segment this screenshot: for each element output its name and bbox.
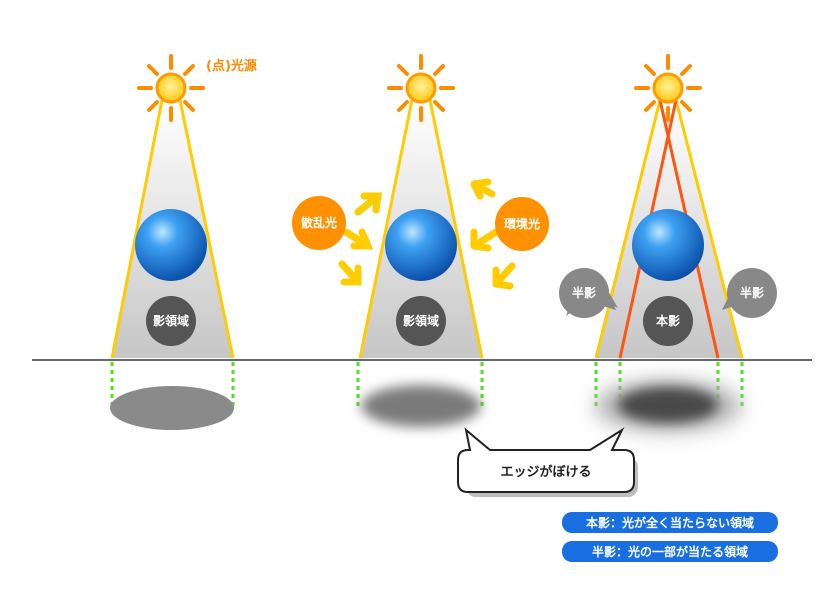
penumbra-left-label: 半影 — [572, 285, 596, 300]
arrow-icon — [492, 262, 516, 290]
arrow-icon — [342, 228, 374, 250]
sun-icon — [387, 54, 455, 122]
legend-penumbra-text: 半影：光の一部が当たる領域 — [592, 544, 748, 559]
ambient-light-label: 環境光 — [504, 216, 540, 231]
sun-icon — [634, 54, 702, 122]
arrow-icon — [470, 178, 496, 200]
light-ray-left — [110, 99, 164, 359]
light-source-label: (点)光源 — [206, 58, 257, 74]
shadow-region-badge — [396, 296, 446, 346]
umbra-shadow — [618, 387, 718, 423]
scattered-light-badge — [292, 196, 346, 250]
shadow-region-label: 影領域 — [403, 313, 439, 328]
legend-umbra-text: 本影：光が全く当たらない領域 — [586, 515, 754, 530]
penumbra-right-pointer — [722, 282, 740, 310]
light-ray-right — [178, 99, 235, 359]
light-ray-right — [674, 99, 744, 359]
arrow-icon — [470, 228, 500, 252]
arrow-icon — [354, 192, 383, 216]
panel-1: (点)光源 影領域 — [110, 54, 257, 430]
panel-2: 散乱光 環境光 影領域 — [292, 54, 549, 427]
legend: 本影：光が全く当たらない領域 半影：光の一部が当たる領域 — [562, 512, 778, 562]
light-ray-left — [358, 99, 414, 359]
penumbra-right-badge — [727, 268, 777, 318]
callout-bubble — [457, 427, 635, 493]
light-ray-right — [428, 99, 484, 359]
penumbra-right-label: 半影 — [740, 285, 764, 300]
shadow-sharp — [110, 386, 234, 430]
scattered-light-label: 散乱光 — [301, 215, 337, 230]
ambient-light-badge — [495, 197, 549, 251]
light-ray-left — [594, 99, 662, 359]
edge-blur-callout: エッジがぼける — [457, 427, 638, 497]
umbra-label: 本影 — [656, 313, 680, 328]
panel-3: 本影 半影 半影 — [559, 54, 777, 432]
sphere — [632, 209, 704, 281]
callout-text: エッジがぼける — [500, 464, 591, 480]
sphere — [135, 209, 207, 281]
legend-umbra-badge — [562, 512, 778, 533]
shadow-soft — [361, 385, 481, 427]
shadow-region-label: 影領域 — [153, 313, 189, 328]
umbra-badge — [643, 296, 693, 346]
arrow-icon — [338, 260, 362, 286]
legend-penumbra-badge — [562, 541, 778, 562]
sun-icon — [137, 54, 205, 122]
penumbra-left-pointer — [596, 282, 616, 310]
shadow-region-badge — [146, 296, 196, 346]
sphere — [385, 209, 457, 281]
penumbra-left-badge — [559, 268, 609, 318]
